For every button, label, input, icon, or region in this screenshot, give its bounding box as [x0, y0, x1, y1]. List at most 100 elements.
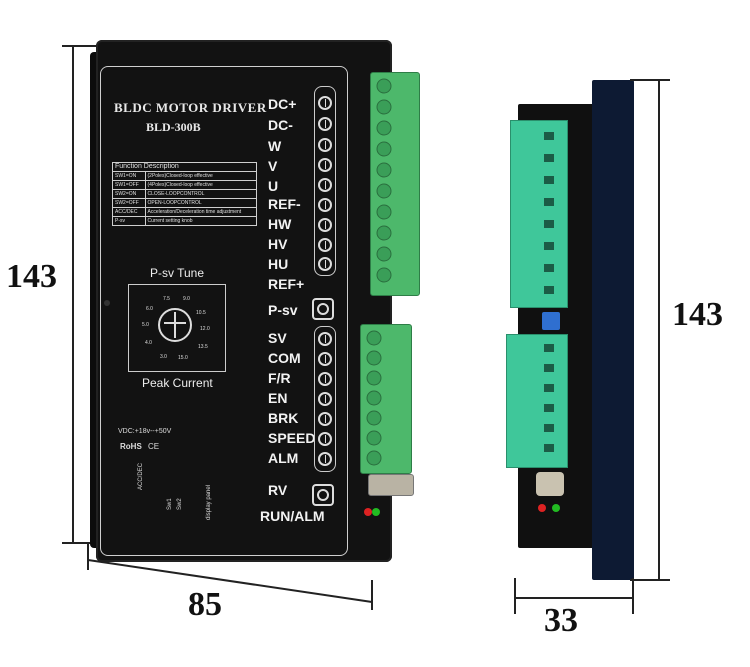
dial-value: 6.0 — [146, 306, 153, 312]
dial-knob-slot-v — [174, 312, 176, 338]
terminal-label-rv: RV — [268, 482, 288, 498]
dial-value: 7.5 — [163, 296, 170, 302]
screw-icon — [318, 372, 332, 386]
fn-key: SW2=ON — [112, 189, 146, 199]
terminal-label-hw: HW — [268, 216, 292, 232]
dial-value: 12.0 — [200, 326, 210, 332]
screw-icon — [318, 352, 332, 366]
side-dimension-label-depth: 33 — [544, 602, 578, 639]
terminal-label-en: EN — [268, 390, 288, 406]
function-description-header: Function Description — [112, 162, 257, 172]
screw-icon — [318, 96, 332, 110]
terminal-label-v: V — [268, 158, 278, 174]
panel-model: BLD-300B — [146, 120, 201, 134]
screw-icon — [318, 218, 332, 232]
fn-desc: Acceleration/Deceleration time adjustmen… — [144, 207, 257, 217]
side-dimension-tick-top — [630, 79, 670, 81]
ce-label: CE — [148, 442, 160, 451]
side-potentiometer[interactable] — [536, 472, 564, 496]
terminal-label-dc-minus: DC- — [268, 117, 293, 133]
screw-icon — [318, 452, 332, 466]
dimension-tick-bottom — [62, 542, 102, 544]
mounting-hole — [104, 300, 110, 306]
terminal-label-ref-plus: REF+ — [268, 276, 305, 292]
screw-icon — [318, 198, 332, 212]
terminal-label-speed: SPEED — [268, 430, 316, 446]
screw-symbol-column — [314, 86, 336, 276]
terminal-label-w: W — [268, 138, 282, 154]
fn-desc: CLOSE-LOOPCONTROL — [144, 189, 257, 199]
dial-knob[interactable] — [158, 308, 192, 342]
side-dimension-line-height — [658, 80, 660, 580]
fn-key: SW1=ON — [112, 171, 146, 181]
potentiometer-knob[interactable] — [368, 474, 414, 496]
tune-label: P-sv Tune — [150, 266, 205, 280]
dial-value: 5.0 — [142, 322, 149, 328]
screw-icon — [318, 158, 332, 172]
side-dimension-tick-bottom — [630, 579, 670, 581]
vdc-label: VDC:+18v--+50V — [118, 428, 172, 435]
terminal-label-psv: P-sv — [268, 302, 298, 318]
label-panel — [100, 66, 348, 556]
terminal-label-hv: HV — [268, 236, 288, 252]
rohs-label: RoHS — [120, 442, 142, 451]
rv-knob-icon[interactable] — [312, 484, 334, 506]
fn-key: P-sv — [112, 216, 146, 226]
driver-body — [96, 40, 392, 562]
psv-knob-icon[interactable] — [312, 298, 334, 320]
dimension-line-height — [72, 46, 74, 543]
side-trimmer-blue[interactable] — [542, 312, 560, 330]
side-terminal-block-top — [510, 120, 568, 308]
rv-knob-ring — [317, 489, 329, 501]
dimension-tick-top — [62, 45, 102, 47]
side-terminal-slots — [544, 132, 554, 452]
screw-icon — [318, 238, 332, 252]
dial-knob-slot-h — [164, 322, 186, 324]
screw-icon — [318, 332, 332, 346]
fn-desc: OPEN-LOOPCONTROL — [144, 198, 257, 208]
front-view: 143 85 BLDC MOTOR DRIVER BLD-300B Functi… — [6, 40, 420, 623]
terminal-label-ref-minus: REF- — [268, 196, 301, 212]
terminal-label-u: U — [268, 178, 279, 194]
terminal-label-dc-plus: DC+ — [268, 96, 297, 112]
terminal-label-run-alm: RUN/ALM — [260, 508, 325, 524]
terminal-screws-bottom — [366, 330, 382, 466]
led-indicator — [364, 508, 372, 516]
switch-label-display: display panel — [206, 484, 212, 520]
dial-value: 13.5 — [198, 344, 208, 350]
fn-desc: Current setting knob — [144, 216, 257, 226]
terminal-label-com: COM — [268, 350, 301, 366]
side-terminal-block-bottom — [506, 334, 568, 468]
switch-label-accdec: ACC/DEC — [138, 462, 144, 490]
screw-symbol-column-lower — [314, 326, 336, 472]
terminal-label-fr: F/R — [268, 370, 291, 386]
side-view: 143 33 — [480, 0, 750, 667]
terminal-label-sv: SV — [268, 330, 287, 346]
fn-desc: (2Poles)Closed-loop effective — [144, 171, 257, 181]
side-heatsink — [592, 80, 634, 580]
function-description-table: Function Description SW1=ON(2Poles)Close… — [112, 162, 257, 226]
dial-box — [128, 284, 226, 372]
led-indicator — [372, 508, 380, 516]
side-dimension-tick-left — [514, 578, 516, 614]
switch-label-sw1: Sw1 — [167, 498, 173, 510]
screw-icon — [318, 432, 332, 446]
psv-knob-ring — [317, 303, 329, 315]
fn-desc: (4Poles)Closed-loop effective — [144, 180, 257, 190]
peak-current-label: Peak Current — [142, 376, 213, 390]
side-led-green — [552, 504, 560, 512]
dial-value: 3.0 — [160, 354, 167, 360]
dial-value: 15.0 — [178, 355, 188, 361]
screw-icon — [318, 138, 332, 152]
dimension-line-width — [87, 544, 373, 610]
dimension-label-width: 85 — [188, 586, 222, 623]
terminal-block-bottom — [360, 324, 412, 474]
screw-icon — [318, 412, 332, 426]
dial-value: 9.0 — [183, 296, 190, 302]
terminal-label-alm: ALM — [268, 450, 299, 466]
terminal-screws-top — [376, 78, 392, 283]
side-dimension-tick-right — [632, 578, 634, 614]
fn-key: SW2=OFF — [112, 198, 146, 208]
screw-icon — [318, 117, 332, 131]
screw-icon — [318, 392, 332, 406]
